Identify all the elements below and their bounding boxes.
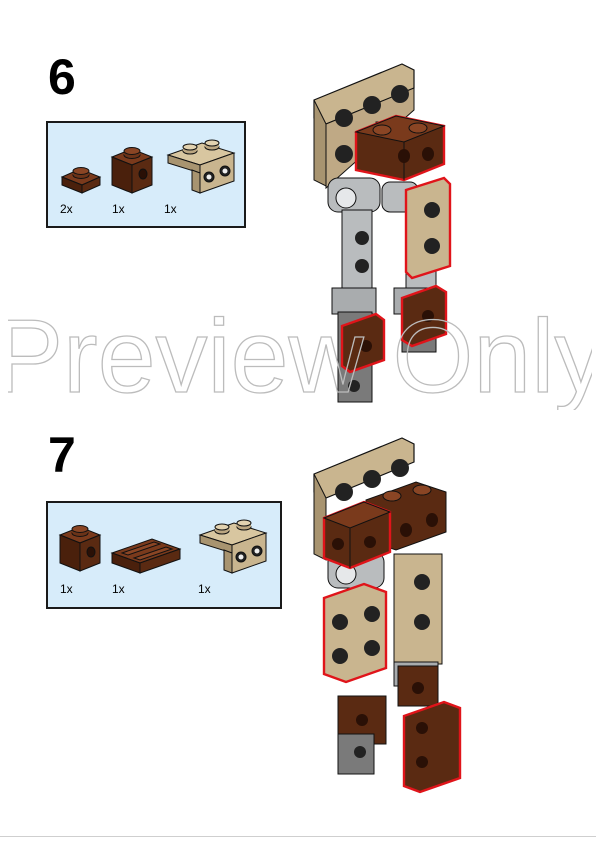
- part-quantity: 1x: [112, 202, 125, 216]
- watermark-text: Preview Only: [8, 300, 592, 410]
- tan-bracket-1x2-icon: [198, 519, 268, 574]
- brown-plate-1x2-rail-icon: [110, 538, 182, 574]
- part-quantity: 1x: [164, 202, 177, 216]
- part-quantity: 1x: [60, 582, 73, 596]
- step-number: 6: [48, 49, 76, 105]
- step-6-assembly-illustration: [313, 63, 452, 403]
- preview-watermark: Preview Only: [8, 300, 592, 410]
- step-7-assembly-illustration: [313, 437, 462, 794]
- tan-bracket-1x2-icon: [166, 139, 236, 194]
- page-divider: [0, 836, 596, 837]
- brown-brick-1x1-side-stud-icon: [58, 525, 102, 572]
- part-quantity: 1x: [112, 582, 125, 596]
- part-quantity: 2x: [60, 202, 73, 216]
- parts-list-box: 2x 1x 1x: [46, 121, 246, 228]
- parts-list-box: 1x 1x 1x: [46, 501, 282, 609]
- step-number: 7: [48, 427, 76, 483]
- brown-brick-1x1-side-stud-icon: [110, 147, 154, 194]
- brown-plate-1x1-icon: [60, 167, 102, 194]
- part-quantity: 1x: [198, 582, 211, 596]
